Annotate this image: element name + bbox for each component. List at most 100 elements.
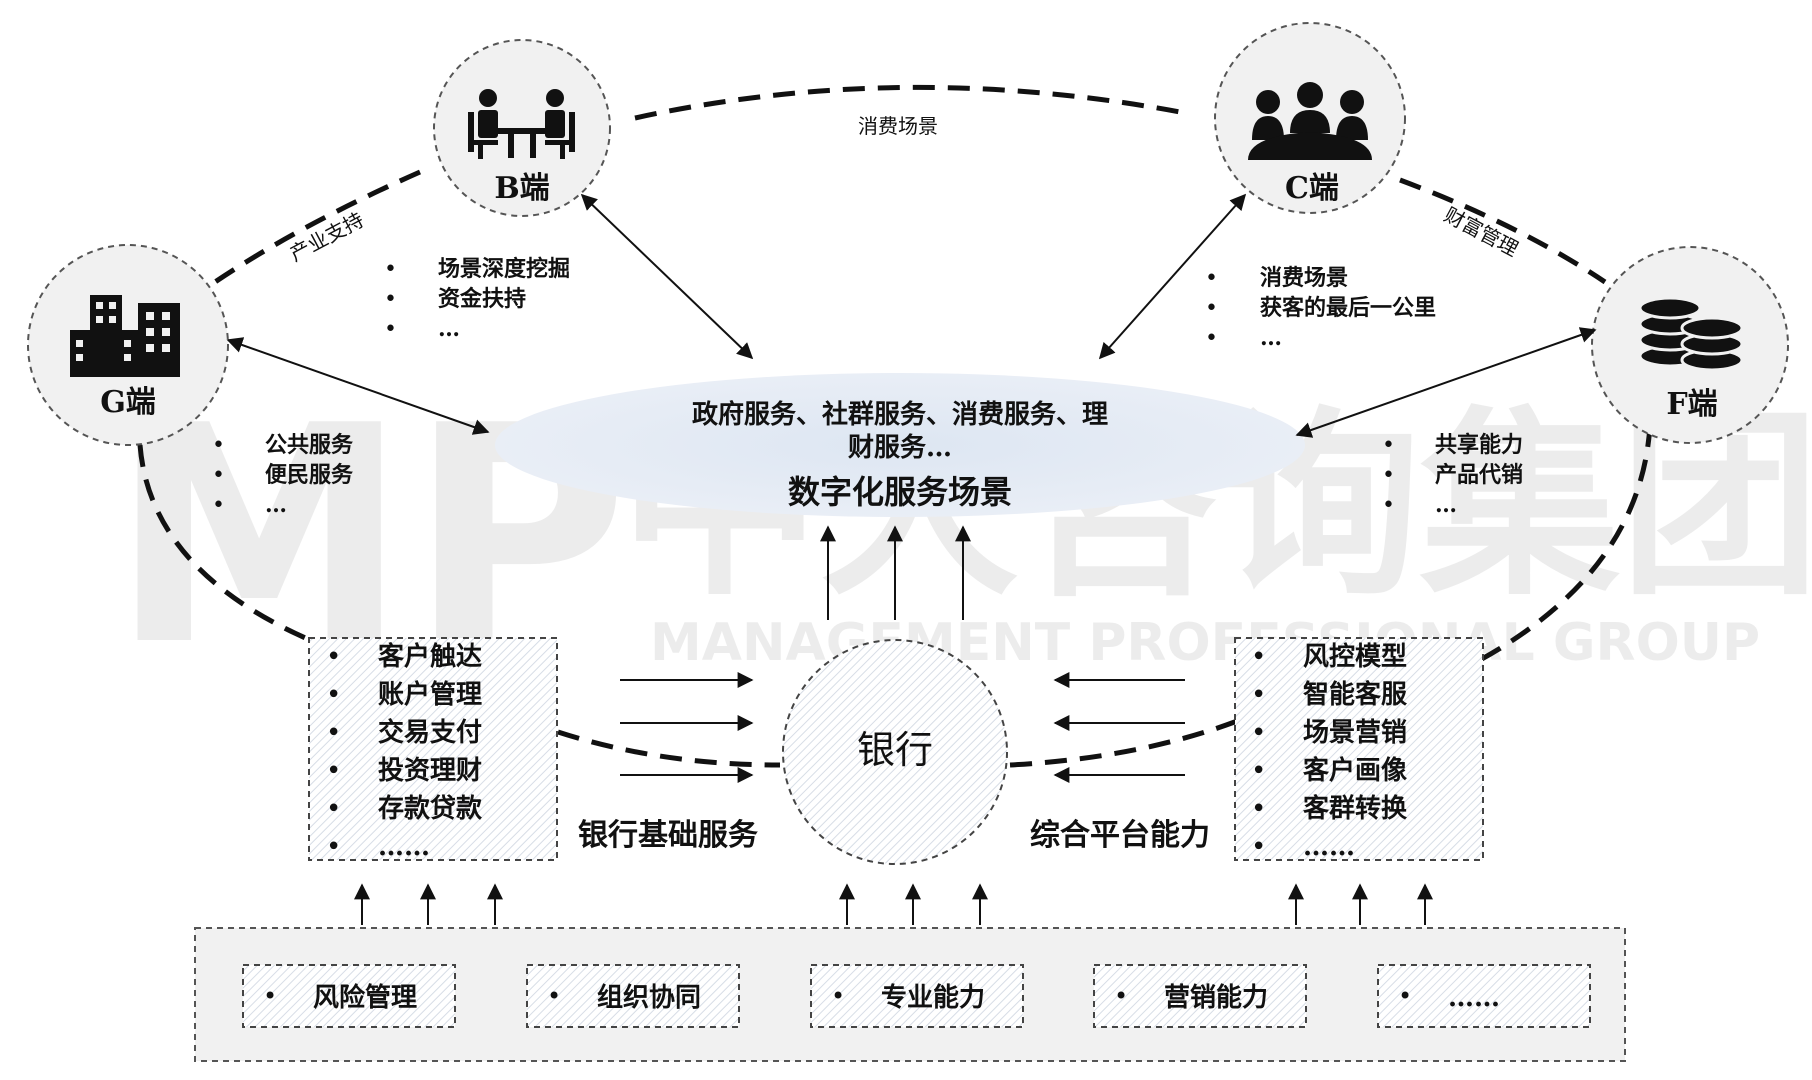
f-list-bullet: •	[1382, 463, 1395, 488]
arrow-c-center	[1098, 193, 1247, 360]
bottom-capability-label: 专业能力	[881, 982, 985, 1013]
right-box-bullet: •	[1251, 718, 1266, 748]
left-box-bullet: •	[326, 642, 341, 672]
platform-capability-box	[1234, 637, 1484, 861]
right-box-item: 客群转换	[1303, 793, 1408, 824]
node-c[interactable]: C端	[1214, 22, 1406, 214]
c-list-bullet: •	[1205, 266, 1218, 291]
f-side-list: • 共享能力 • 产品代销 • …	[1382, 432, 1523, 518]
f-list-bullet: •	[1382, 433, 1395, 458]
left-box-item: 交易支付	[378, 717, 482, 748]
left-box-item: 投资理财	[378, 756, 482, 786]
left-box-bullet: •	[326, 718, 341, 748]
center-services-line2: 财服务…	[848, 433, 952, 463]
node-g[interactable]: G端	[27, 244, 229, 446]
center-services-line1: 政府服务、社群服务、消费服务、理	[692, 399, 1108, 430]
right-box-bullet: •	[1251, 680, 1266, 710]
right-box-bullet: •	[1251, 832, 1266, 862]
b-list-bullet: •	[384, 287, 397, 312]
bank-left-caption: 银行基础服务	[578, 818, 758, 853]
bottom-capability-box	[1377, 964, 1591, 1028]
c-list-bullet: •	[1205, 326, 1218, 351]
bottom-capability-bullet: •	[263, 982, 277, 1010]
bottom-capability-bullet: •	[1114, 982, 1128, 1010]
left-box-item: 账户管理	[378, 679, 482, 710]
left-box-bullet: •	[326, 832, 341, 862]
coins-icon	[1638, 296, 1744, 372]
b-list-item: 场景深度挖掘	[438, 256, 570, 282]
bottom-capability-bullet: •	[831, 982, 845, 1010]
b-side-list: •场景深度挖掘•资金扶持•…	[384, 256, 570, 342]
b-list-item: …	[438, 316, 460, 342]
right-box-item: 客户画像	[1303, 755, 1408, 786]
bottom-capability-box	[526, 964, 740, 1028]
right-box-item: 场景营销	[1303, 718, 1407, 748]
bank-basic-services-list: • 客户触达 • 账户管理 • 交易支付 • 投资理财 • 存款贷款 • ……	[326, 641, 483, 862]
up-arrows-bottom	[354, 883, 1433, 925]
bank-label: 银行	[857, 728, 933, 772]
node-g-label: G端	[100, 385, 156, 420]
arrow-f-center	[1295, 327, 1597, 438]
bottom-capability-box	[810, 964, 1024, 1028]
left-box-item: 存款贷款	[378, 793, 483, 824]
left-to-bank-arrows	[620, 672, 754, 783]
right-box-bullet: •	[1251, 642, 1266, 672]
meeting-people-icon	[468, 89, 575, 159]
left-box-bullet: •	[326, 756, 341, 786]
node-f[interactable]: F端	[1591, 246, 1789, 444]
bottom-capability-label: 组织协同	[597, 982, 701, 1013]
g-list-item: 便民服务	[265, 462, 354, 488]
f-list-item: 共享能力	[1435, 432, 1523, 458]
left-box-item: ……	[378, 832, 430, 862]
service-scenario-oval	[495, 373, 1305, 517]
node-c-label: C端	[1285, 171, 1339, 206]
c-list-item: 消费场景	[1260, 265, 1348, 291]
buildings-icon	[70, 295, 180, 377]
left-box-item: 客户触达	[378, 641, 482, 672]
group-people-icon	[1248, 82, 1372, 160]
right-box-item: 智能客服	[1303, 679, 1408, 710]
c-list-item: 获客的最后一公里	[1260, 295, 1436, 321]
bank-basic-services-box	[308, 637, 558, 861]
bottom-capability-bullet: •	[1398, 982, 1412, 1010]
f-list-item: …	[1435, 492, 1457, 518]
c-list-item: …	[1260, 325, 1282, 351]
bottom-capability-label: ……	[1448, 983, 1500, 1013]
f-list-item: 产品代销	[1435, 462, 1523, 488]
bottom-capability-label: 风险管理	[313, 982, 417, 1013]
arrow-g-center	[226, 337, 490, 435]
right-box-item: 风控模型	[1303, 642, 1407, 672]
node-b[interactable]: B端	[433, 39, 611, 217]
bottom-capability-bullet: •	[547, 982, 561, 1010]
left-box-bullet: •	[326, 794, 341, 824]
left-box-bullet: •	[326, 680, 341, 710]
c-side-list: • 消费场景 • 获客的最后一公里 • …	[1205, 265, 1436, 351]
b-list-bullet: •	[384, 257, 397, 282]
edge-label-top: 消费场景	[858, 114, 938, 138]
right-box-bullet: •	[1251, 794, 1266, 824]
right-to-bank-arrows	[1053, 672, 1185, 783]
g-list-bullet: •	[212, 463, 225, 488]
g-list-item: 公共服务	[265, 432, 354, 458]
c-list-bullet: •	[1205, 296, 1218, 321]
right-box-item: ……	[1303, 832, 1355, 862]
g-list-bullet: •	[212, 493, 225, 518]
arrow-b-center	[580, 193, 754, 360]
g-side-list: •公共服务•便民服务•…	[212, 432, 354, 518]
edge-label-left: 产业支持	[286, 207, 368, 266]
f-list-bullet: •	[1382, 493, 1395, 518]
bottom-capability-box	[242, 964, 456, 1028]
bank-right-caption: 综合平台能力	[1030, 818, 1210, 853]
center-title: 数字化服务场景	[788, 473, 1012, 511]
bottom-capability-label: 营销能力	[1164, 982, 1268, 1013]
up-arrows-center	[820, 525, 971, 620]
node-f-label: F端	[1666, 387, 1717, 422]
watermark-english: MANAGEMENT PROFESSIONAL GROUP	[650, 613, 1760, 673]
bank-node[interactable]: 银行	[782, 639, 1008, 865]
right-box-bullet: •	[1251, 756, 1266, 786]
platform-capability-list: • 风控模型 • 智能客服 • 场景营销 • 客户画像 • 客群转换 • ……	[1251, 642, 1408, 862]
g-list-item: …	[265, 492, 287, 518]
bottom-capabilities-list: • 风险管理 • 组织协同 • 专业能力 • 营销能力 • ……	[242, 964, 1591, 1028]
b-list-item: 资金扶持	[438, 286, 526, 312]
